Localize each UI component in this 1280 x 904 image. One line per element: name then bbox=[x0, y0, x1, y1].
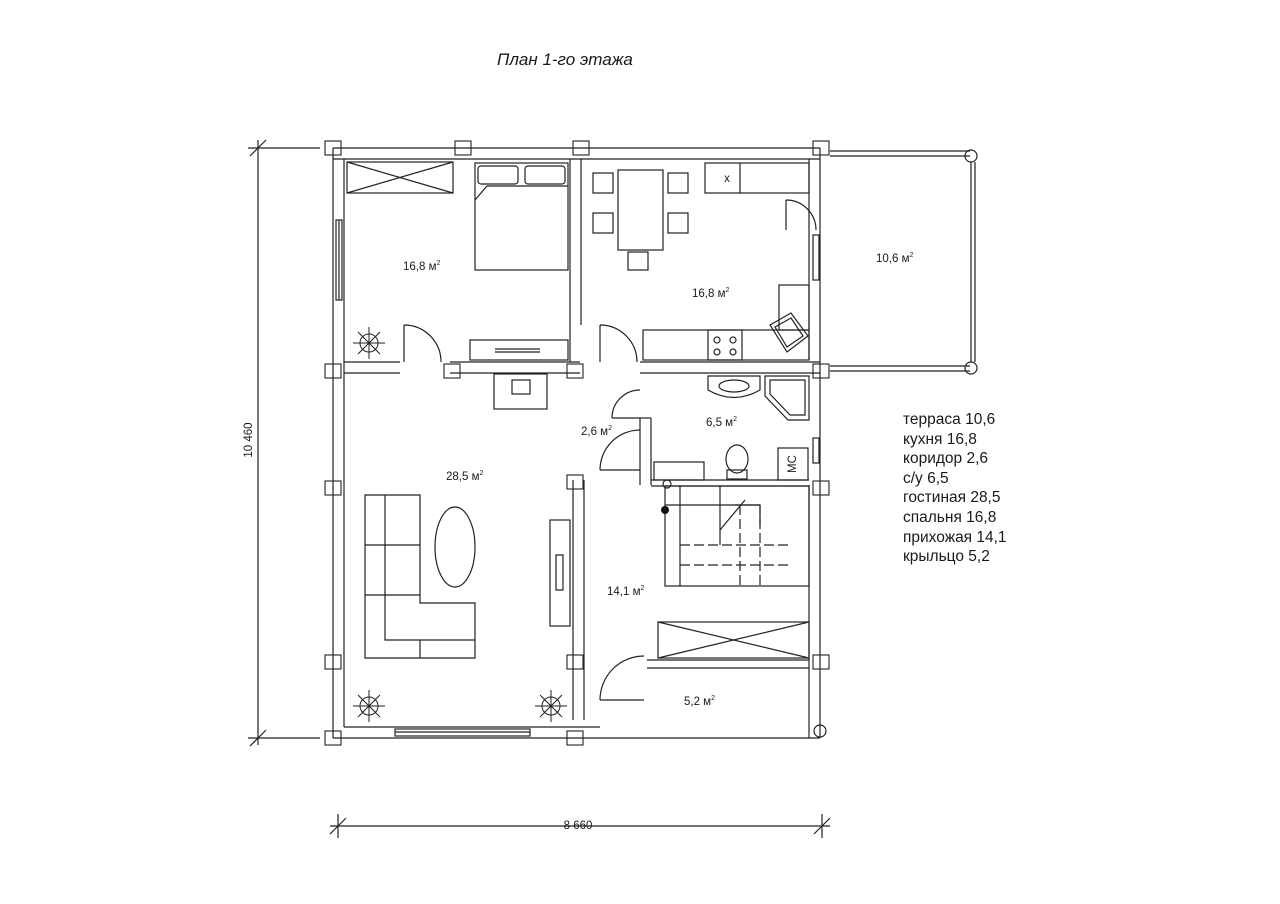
porch-post bbox=[813, 724, 827, 738]
plan-title: План 1-го этажа bbox=[497, 50, 633, 69]
legend-item: гостиная 28,5 bbox=[903, 489, 1001, 507]
windows bbox=[335, 219, 820, 737]
legend-item: коридор 2,6 bbox=[903, 450, 988, 468]
bedroom-area: 16,8 м2 bbox=[403, 260, 440, 273]
dimension-height bbox=[248, 139, 320, 747]
legend-item: крыльцо 5,2 bbox=[903, 548, 990, 566]
bedroom-furniture bbox=[346, 161, 569, 410]
terrace-area: 10,6 м2 bbox=[876, 252, 913, 265]
width-dimension-label: 8 660 bbox=[564, 820, 593, 832]
living-area: 28,5 м2 bbox=[446, 470, 483, 483]
legend-item: кухня 16,8 bbox=[903, 430, 977, 448]
height-dimension-label: 10 460 bbox=[243, 422, 255, 457]
kitchen-furniture bbox=[592, 162, 810, 361]
room-area-legend: терраса 10,6 кухня 16,8 коридор 2,6 с/у … bbox=[903, 410, 1007, 567]
outer-walls bbox=[332, 147, 821, 739]
corridor-area: 2,6 м2 bbox=[581, 425, 612, 438]
stove-mark: x bbox=[724, 173, 730, 185]
bathroom-area: 6,5 м2 bbox=[706, 416, 737, 429]
log-ends bbox=[324, 140, 830, 746]
staircase bbox=[664, 485, 810, 587]
legend-item: с/у 6,5 bbox=[903, 469, 949, 487]
bathroom-fixtures bbox=[653, 375, 810, 481]
legend-item: прихожая 14,1 bbox=[903, 528, 1007, 546]
kitchen-area: 16,8 м2 bbox=[692, 287, 729, 300]
dimension-width bbox=[329, 814, 831, 838]
hall-area: 14,1 м2 bbox=[607, 585, 644, 598]
terrace-outline bbox=[830, 149, 978, 375]
legend-item: спальня 16,8 bbox=[903, 508, 997, 526]
boiler-label: МС bbox=[787, 455, 799, 473]
plant-icons bbox=[353, 327, 567, 722]
hall-wardrobe bbox=[657, 621, 810, 659]
legend-item: терраса 10,6 bbox=[903, 411, 996, 428]
doors bbox=[403, 199, 817, 701]
living-furniture bbox=[364, 494, 571, 659]
porch-area: 5,2 м2 bbox=[684, 695, 715, 708]
